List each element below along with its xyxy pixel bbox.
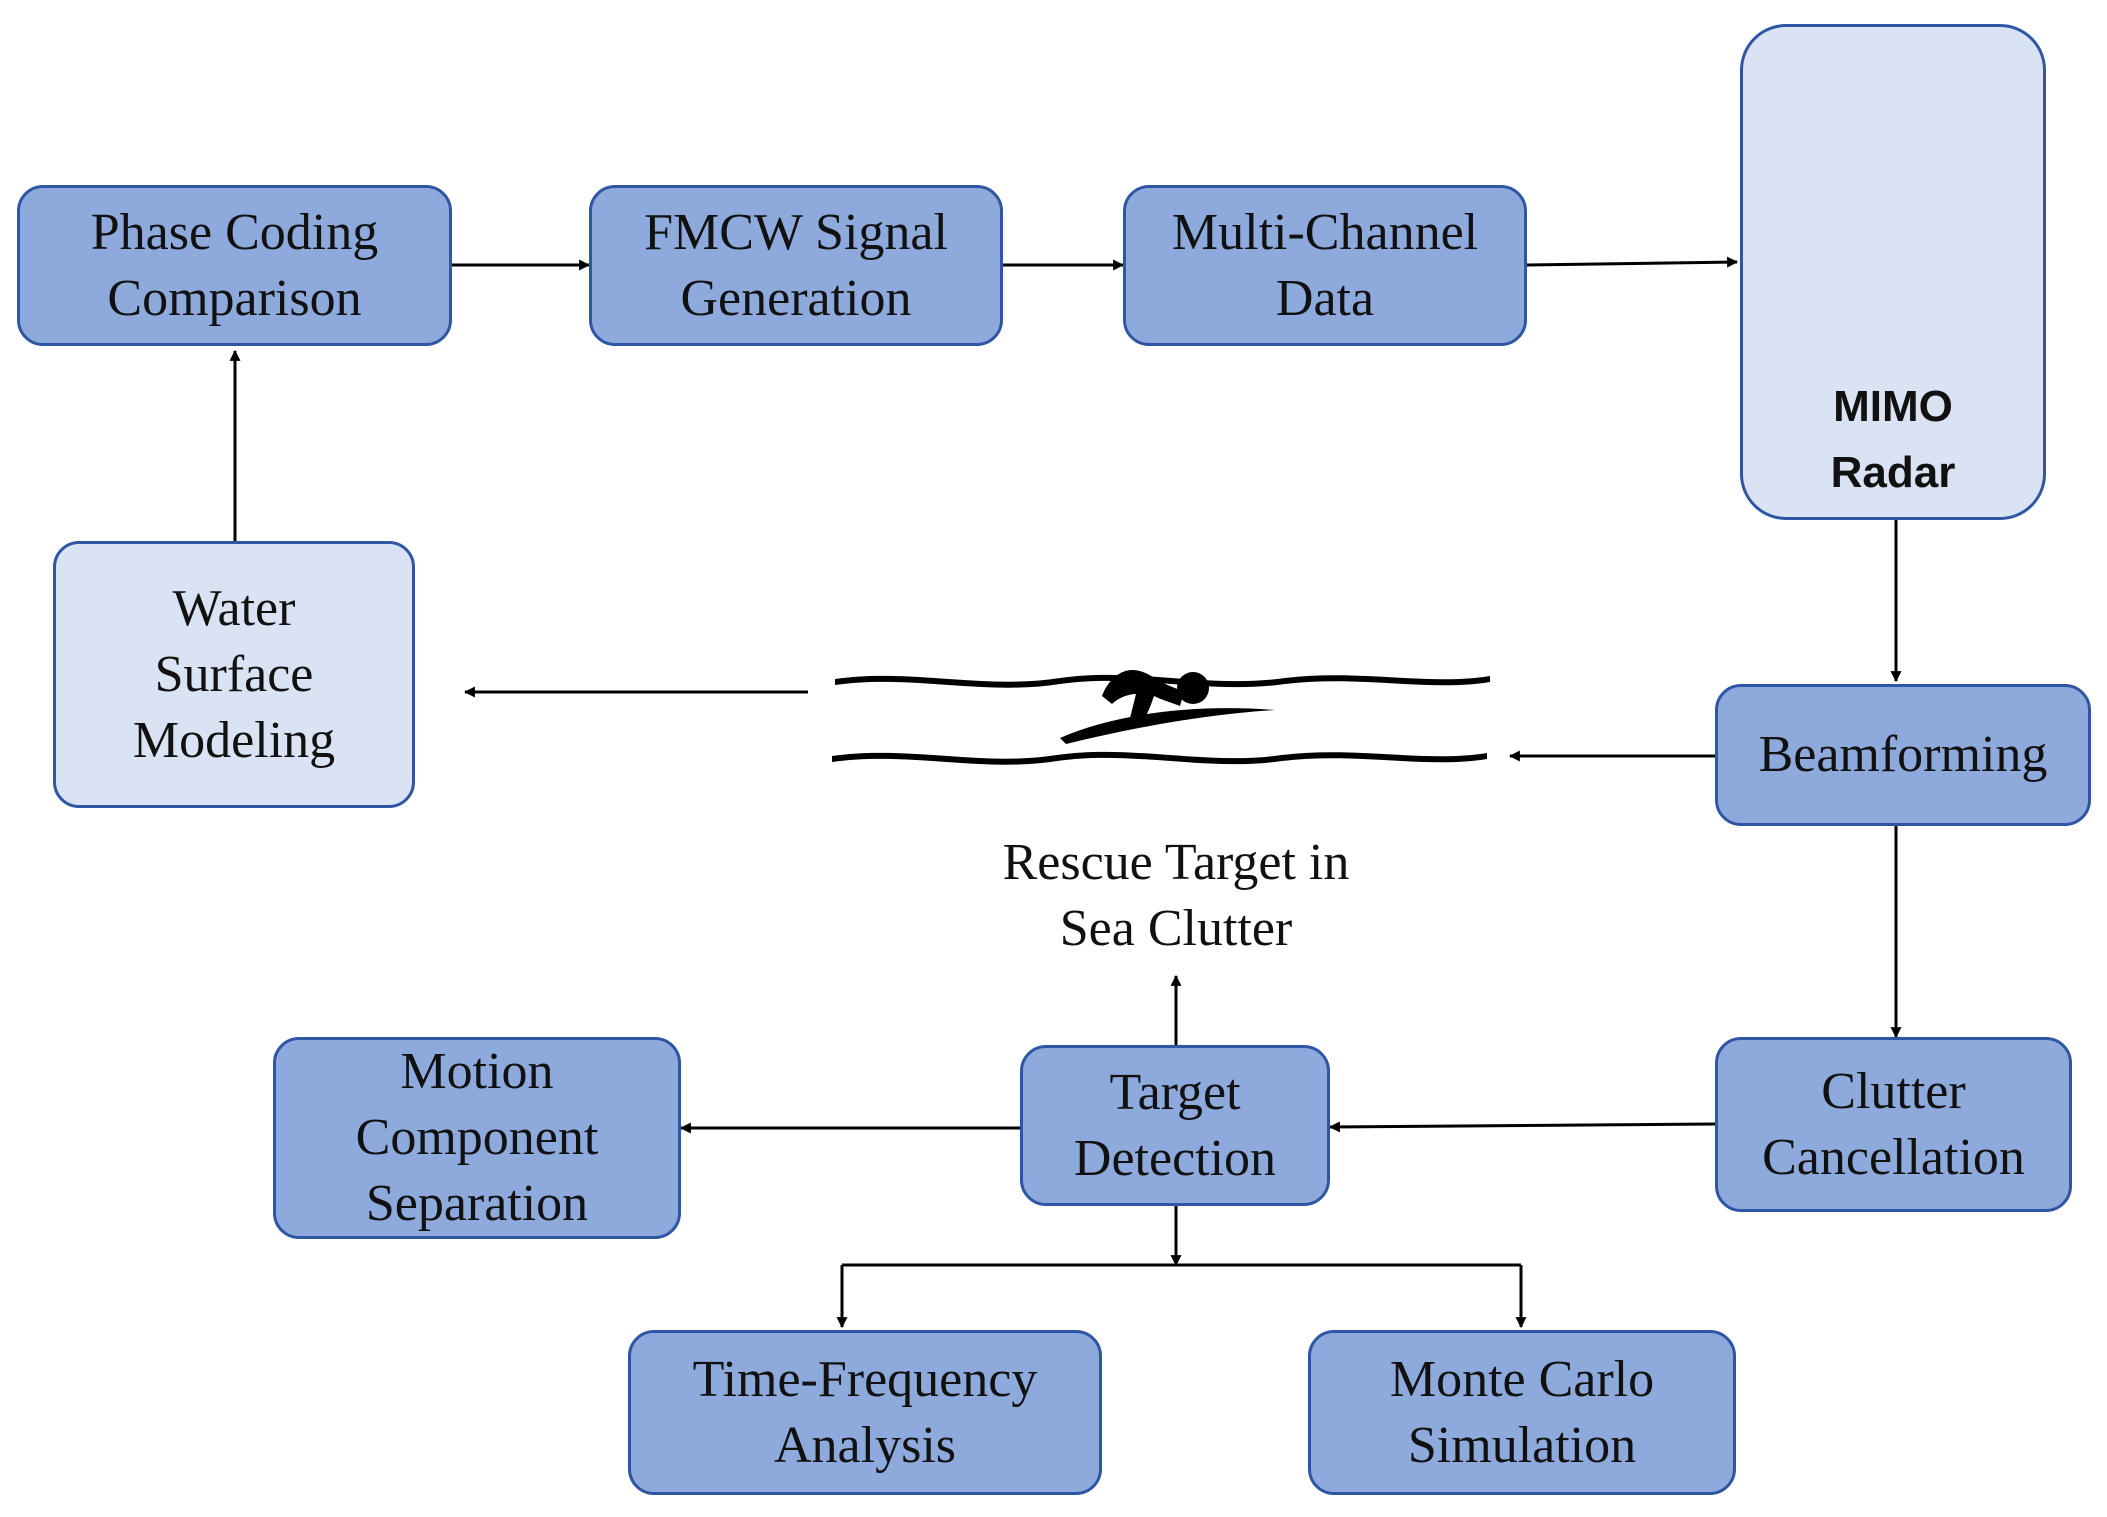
- multichannel-line-2: Data: [1275, 269, 1375, 327]
- motion-component-separation-box: Motion Component Separation: [273, 1037, 681, 1239]
- phase-coding-line-2: Comparison: [107, 269, 362, 327]
- monte-carlo-simulation-box: Monte Carlo Simulation: [1308, 1330, 1736, 1495]
- tfa-line-1: Time-Frequency: [692, 1350, 1038, 1408]
- fmcw-line-1: FMCW Signal: [644, 203, 948, 261]
- rescue-target-label: Rescue Target in Sea Clutter: [926, 830, 1426, 962]
- tfa-line-2: Analysis: [774, 1416, 956, 1474]
- arrow-clutter-to-target: [1328, 1121, 1716, 1133]
- target-line-1: Target: [1109, 1063, 1241, 1121]
- beamforming-label: Beamforming: [1758, 726, 2048, 783]
- arrow-multichannel-to-radar: [1526, 256, 1739, 268]
- mimo-radar-label-1: MIMO: [1833, 382, 1953, 431]
- time-frequency-analysis-box: Time-Frequency Analysis: [628, 1330, 1102, 1495]
- beamforming-box: Beamforming: [1715, 684, 2091, 826]
- motion-line-2: Component: [355, 1109, 599, 1166]
- monte-line-1: Monte Carlo: [1389, 1350, 1655, 1408]
- motion-line-1: Motion: [400, 1043, 554, 1100]
- phase-coding-line-1: Phase Coding: [90, 203, 379, 261]
- multichannel-line-1: Multi-Channel: [1171, 203, 1479, 261]
- swimmer-icon: [1102, 670, 1209, 724]
- target-line-2: Detection: [1073, 1129, 1277, 1187]
- clutter-line-1: Clutter: [1821, 1062, 1966, 1120]
- phase-coding-comparison-box: Phase Coding Comparison: [17, 185, 452, 346]
- fmcw-signal-generation-box: FMCW Signal Generation: [589, 185, 1003, 346]
- mimo-radar-label-2: Radar: [1830, 448, 1956, 497]
- monte-line-2: Simulation: [1407, 1416, 1637, 1474]
- fmcw-line-2: Generation: [680, 269, 912, 327]
- multi-channel-data-box: Multi-Channel Data: [1123, 185, 1527, 346]
- mimo-radar-box: [1740, 24, 2046, 520]
- target-detection-box: Target Detection: [1020, 1045, 1330, 1206]
- rescue-line-2: Sea Clutter: [1059, 900, 1293, 957]
- clutter-line-2: Cancellation: [1762, 1128, 2025, 1186]
- sea-wave-icon: [832, 674, 1490, 765]
- clutter-cancellation-box: Clutter Cancellation: [1715, 1037, 2072, 1212]
- water-line-1: Water: [172, 579, 296, 637]
- rescue-line-1: Rescue Target in: [1002, 834, 1350, 891]
- motion-line-3: Separation: [365, 1175, 589, 1232]
- water-line-3: Modeling: [132, 711, 336, 769]
- water-line-2: Surface: [154, 645, 314, 703]
- water-surface-modeling-box: Water Surface Modeling: [53, 541, 415, 808]
